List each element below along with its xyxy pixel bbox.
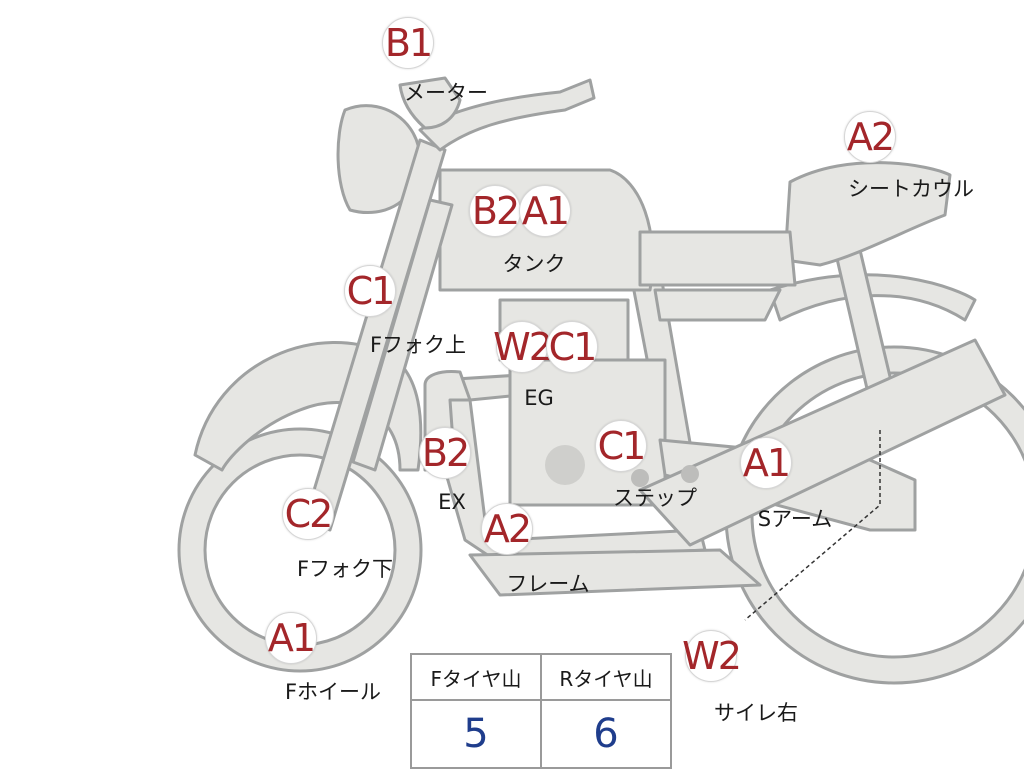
step-peg-rear [681,465,699,483]
grade-badge-engine-1: W2 [493,321,553,373]
front-tire-value: 5 [410,699,542,769]
label-swing-arm: Sアーム [757,507,833,531]
step-peg [631,469,649,487]
grade-badge-tank-1: B2 [469,185,521,237]
grade-badge-muffler-right: W2 [682,630,742,682]
side-cover [653,288,782,322]
label-seat-cowl: シートカウル [848,177,974,201]
label-f-wheel: Fホイール [284,680,382,704]
label-engine: EG [524,386,554,410]
rear-fender [768,273,977,322]
muffler-leader-line [744,430,881,621]
grade-badge-f-fork-lower: C2 [282,488,334,540]
frame-lower [468,548,762,597]
grade-badge-swing-arm: A1 [740,437,792,489]
seat-cowl [783,161,952,267]
label-muffler-right: サイレ右 [714,701,798,725]
grade-badge-f-wheel: A1 [265,612,317,664]
label-f-fork-upper: Fフォク上 [369,333,467,357]
label-tank: タンク [502,252,566,276]
label-meter: メーター [404,81,488,105]
handlebar [418,78,596,152]
label-step: ステップ [613,486,697,510]
meter-housing [398,76,462,130]
grade-badge-tank-2: A1 [519,185,571,237]
grade-badge-exhaust: B2 [419,427,471,479]
label-f-fork-lower: Fフォク下 [296,557,394,581]
muffler [638,338,1007,547]
grade-badge-engine-2: C1 [546,321,598,373]
grade-badge-frame: A2 [481,503,533,555]
label-exhaust: EX [438,490,466,514]
grade-badge-meter: B1 [382,17,434,69]
front-tire-header: Fタイヤ山 [410,653,542,701]
grade-badge-seat-cowl: A2 [844,111,896,163]
front-fork-inner [351,198,454,472]
grade-badge-f-fork-upper: C1 [344,265,396,317]
tire-tread-table: Fタイヤ山 Rタイヤ山 5 6 [410,653,672,769]
label-frame: フレーム [506,572,590,596]
grade-badge-step: C1 [595,420,647,472]
rear-tire-value: 6 [540,699,672,769]
rear-tire-header: Rタイヤ山 [540,653,672,701]
seat [638,230,797,287]
